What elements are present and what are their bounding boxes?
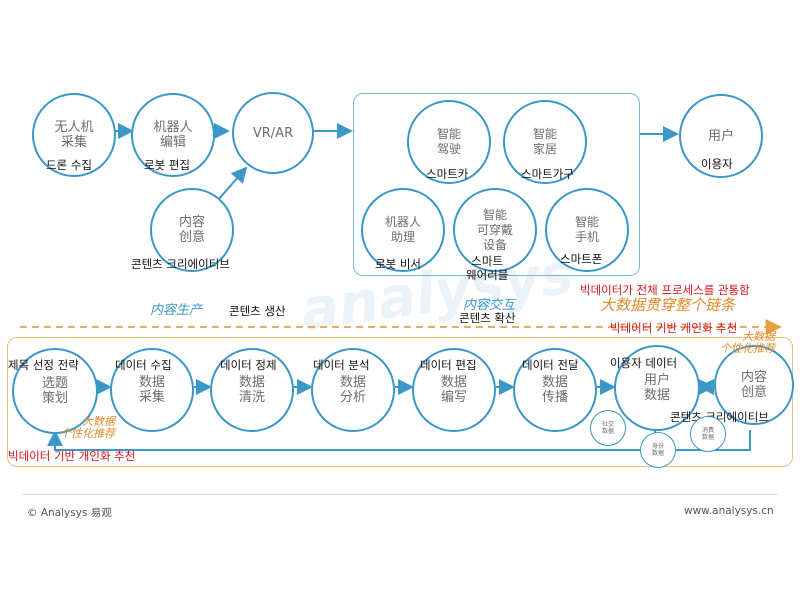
node-smart-phone: 智能 手机 (545, 188, 629, 272)
footer-divider (22, 494, 778, 495)
ko-smart-phone: 스마트폰 (560, 252, 603, 266)
node-topic-label: 选题 策划 (41, 376, 68, 406)
node-smart-drive: 智能 驾驶 (407, 100, 491, 184)
node-content-creation: 内容 创意 (150, 188, 234, 272)
node-consume-data-label: 消费 数据 (701, 427, 714, 441)
node-user: 用户 (679, 94, 763, 178)
ko-spread: 데이터 전달 (522, 358, 579, 372)
ko-analyze: 데이터 분석 (313, 358, 370, 372)
ko-content-creation: 콘텐츠 크리에이티브 (131, 257, 230, 271)
ko-content-production: 콘텐츠 생산 (229, 304, 286, 318)
node-smart-phone-label: 智能 手机 (574, 215, 599, 244)
ko-big-data-title: 빅데이터가 전체 프로세스를 관통함 (580, 283, 750, 297)
node-robot-assist: 机器人 助理 (361, 188, 445, 272)
node-drone: 无人机 采集 (32, 93, 116, 177)
node-creative-label: 内容 创意 (740, 370, 767, 400)
node-write-label: 数据 编写 (440, 375, 467, 405)
ko-user-data: 이용자 데이터 (610, 356, 678, 370)
label-content-interaction: 内容交互 (463, 298, 516, 313)
node-write: 数据 编写 (412, 348, 496, 432)
node-creative: 内容 创意 (714, 345, 794, 425)
node-user-data-label: 用户 数据 (643, 373, 670, 403)
node-analyze: 数据 分析 (311, 348, 395, 432)
node-spread: 数据 传播 (513, 348, 597, 432)
node-topic: 选题 策划 (12, 348, 98, 434)
ko-personal-bottom: 빅데이터 기반 개인화 추천 (8, 449, 136, 463)
ko-topic: 제목 선정 전략 (8, 358, 79, 372)
node-robot-edit: 机器人 编辑 (131, 93, 215, 177)
ko-smart-home: 스마트가구 (521, 167, 574, 181)
node-analyze-label: 数据 分析 (339, 375, 366, 405)
ko-user: 이용자 (701, 157, 733, 171)
node-vrar: VR/AR (232, 92, 314, 174)
node-collect-label: 数据 采集 (138, 375, 165, 405)
node-spread-label: 数据 传播 (541, 375, 568, 405)
node-clean-label: 数据 清洗 (238, 375, 265, 405)
label-content-production: 内容生产 (150, 303, 203, 318)
node-wearable: 智能 可穿戴 设备 (453, 188, 537, 272)
node-clean: 数据 清洗 (210, 348, 294, 432)
ko-content-interaction: 콘텐츠 확산 (459, 311, 516, 325)
ko-write: 데이터 편집 (420, 358, 477, 372)
cn-personal-left: 大数据 个性化推荐 (60, 415, 115, 440)
node-consume-data: 消费 数据 (690, 416, 726, 452)
node-vrar-label: VR/AR (252, 125, 294, 141)
cn-personal-right: 大数据 个性化推荐 (720, 330, 775, 355)
node-identity-data-label: 身份 数据 (651, 443, 664, 457)
ko-smart-drive: 스마트카 (426, 167, 469, 181)
arrow-creative-vrar (217, 166, 248, 201)
big-data-chain-box (7, 337, 793, 467)
ko-personal-top: 빅데이터 기반 개인화 추천 (610, 321, 738, 335)
node-wearable-label: 智能 可穿戴 设备 (476, 207, 513, 252)
node-smart-drive-label: 智能 驾驶 (436, 127, 461, 156)
node-content-creation-label: 内容 创意 (178, 215, 205, 245)
node-collect: 数据 采集 (110, 348, 194, 432)
node-user-label: 用户 (707, 128, 734, 144)
ko-robot-assist: 로봇 비서 (375, 257, 421, 271)
ko-collect: 데이터 수집 (115, 358, 172, 372)
node-social-data: 社交 数据 (590, 410, 626, 446)
node-smart-home-label: 智能 家居 (532, 127, 557, 156)
node-user-data: 用户 数据 (614, 345, 700, 431)
node-drone-label: 无人机 采集 (54, 120, 94, 150)
node-identity-data: 身份 数据 (640, 432, 676, 468)
footer-brand: © Analysys 易观 (27, 507, 112, 519)
ko-robot-edit: 로봇 편집 (144, 158, 190, 172)
ko-clean: 데이터 정제 (220, 358, 277, 372)
ko-wearable: 스마트 웨어러블 (466, 254, 509, 282)
node-social-data-label: 社交 数据 (601, 421, 614, 435)
cn-big-data-title: 大数据贯穿整个链条 (600, 296, 736, 314)
node-smart-home: 智能 家居 (503, 100, 587, 184)
content-interaction-box (353, 93, 640, 276)
footer-url: www.analysys.cn (684, 505, 774, 517)
node-robot-assist-label: 机器人 助理 (384, 215, 421, 244)
ko-drone: 드론 수집 (46, 158, 92, 172)
node-robot-edit-label: 机器人 编辑 (153, 120, 193, 150)
